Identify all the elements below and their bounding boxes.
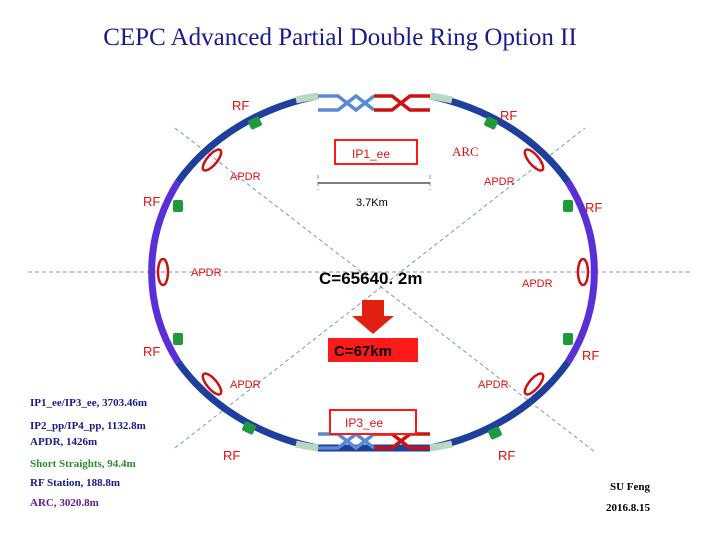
- apdr-label: APDR: [484, 176, 515, 188]
- arc-label: ARC: [452, 144, 479, 159]
- rf-label: RF: [500, 108, 517, 123]
- down-arrow-icon: [352, 300, 394, 334]
- diagram-title: CEPC Advanced Partial Double Ring Option…: [103, 24, 577, 51]
- legend-short-straights: Short Straights, 94.4m: [30, 458, 136, 470]
- ip3-label: IP3_ee: [345, 416, 383, 430]
- rf-label: RF: [143, 194, 160, 209]
- new-circumference-label: C=67km: [334, 343, 392, 360]
- apdr-label: APDR: [191, 267, 222, 279]
- apdr-markers: [156, 148, 590, 396]
- length-label: 3.7Km: [356, 197, 388, 209]
- circumference-box: [328, 338, 418, 362]
- legend-ip-ee: IP1_ee/IP3_ee, 3703.46m: [30, 397, 147, 409]
- rf-label: RF: [143, 344, 160, 359]
- legend-rf-station: RF Station, 188.8m: [30, 477, 121, 489]
- legend-arc: ARC, 3020.8m: [30, 497, 99, 509]
- rf-label: RF: [585, 200, 602, 215]
- legend-ip-pp: IP2_pp/IP4_pp, 1132.8m: [30, 420, 146, 432]
- ip1-box: [334, 139, 418, 165]
- guide-lines: [28, 127, 690, 453]
- legend-apdr: APDR, 1426m: [30, 436, 98, 448]
- apdr-label: APDR: [230, 171, 261, 183]
- ip1-label: IP1_ee: [352, 147, 390, 161]
- apdr-label: APDR: [230, 379, 261, 391]
- author: SU Feng: [609, 481, 650, 493]
- rf-label: RF: [582, 348, 599, 363]
- ip3-box: [329, 409, 417, 435]
- rf-label: RF: [232, 98, 249, 113]
- rf-label: RF: [223, 448, 240, 463]
- apdr-label: APDR: [522, 278, 553, 290]
- ip3-crossing: [318, 431, 430, 451]
- rf-label: RF: [498, 448, 515, 463]
- apdr-label: APDR: [478, 379, 509, 391]
- date: 2016.8.15: [606, 502, 650, 514]
- circumference-label: C=65640. 2m: [319, 269, 423, 288]
- ip1-crossing: [318, 93, 430, 113]
- rf-stations: [173, 116, 573, 440]
